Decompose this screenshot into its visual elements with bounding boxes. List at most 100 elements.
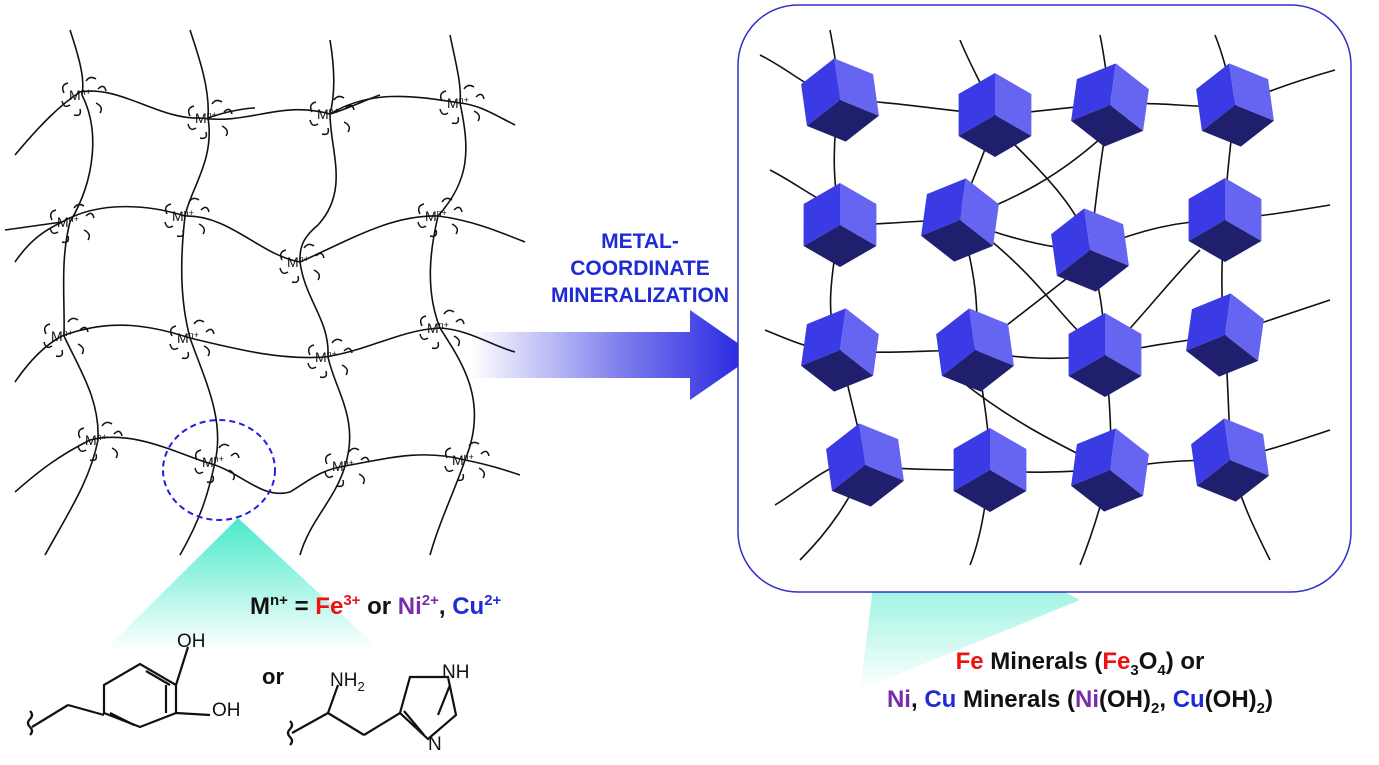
min1-sub4: 4 bbox=[1157, 661, 1166, 679]
metal-node-n44: Mn+ bbox=[444, 441, 490, 482]
min1-text: Minerals ( bbox=[983, 648, 1103, 675]
arrow-label-line1: METAL- bbox=[601, 230, 679, 253]
cube-face-right bbox=[1105, 313, 1142, 376]
cube-face-left bbox=[801, 58, 840, 126]
min2-comma: , bbox=[910, 686, 925, 713]
coordination-arcs bbox=[187, 99, 233, 140]
mineralization-arrow bbox=[470, 310, 755, 400]
metal-node-label: Mn+ bbox=[315, 349, 337, 365]
cube-face-right bbox=[840, 308, 879, 376]
cube-face-bottom bbox=[1196, 460, 1269, 502]
mineral-cube-c42 bbox=[953, 428, 1027, 512]
mineral-cube-c33 bbox=[1068, 313, 1142, 397]
min2-oh2: (OH) bbox=[1204, 686, 1257, 713]
metal-node-n23: Mn+ bbox=[279, 243, 325, 284]
cube-face-right bbox=[1084, 208, 1129, 266]
metal-node-n41: Mn+ bbox=[77, 421, 123, 462]
coordination-arcs bbox=[307, 338, 353, 379]
legend-ni: Ni bbox=[397, 593, 422, 620]
histidine-structure bbox=[286, 675, 458, 746]
coordination-arcs bbox=[439, 84, 485, 125]
coordination-arcs bbox=[444, 441, 490, 482]
metal-node-label: Mn+ bbox=[317, 106, 339, 122]
minerals-line1: Fe Minerals (Fe3O4) or bbox=[780, 648, 1379, 679]
cube-face-right bbox=[995, 73, 1032, 136]
minerals-line2: Ni, Cu Minerals (Ni(OH)2, Cu(OH)2) bbox=[780, 686, 1379, 717]
cube-face-bottom bbox=[1188, 220, 1262, 262]
coordination-arcs bbox=[43, 317, 89, 358]
coordination-arcs bbox=[324, 447, 370, 488]
mineral-cube-c41 bbox=[826, 423, 904, 507]
histidine-nh2-base: NH bbox=[330, 670, 358, 691]
cube-face-bottom bbox=[1186, 335, 1259, 377]
cube-face-left bbox=[921, 178, 966, 236]
metal-ion-legend: Mn+ = Fe3+ or Ni2+, Cu2+ bbox=[250, 592, 501, 621]
arrow-label: METAL- COORDINATE MINERALIZATION bbox=[520, 228, 760, 309]
mineral-cube-c22 bbox=[921, 178, 999, 262]
cube-face-right bbox=[969, 308, 1014, 366]
min2-ni2: Ni bbox=[1075, 686, 1100, 713]
mineral-cube-c11 bbox=[801, 58, 879, 142]
metal-node-n11: Mn+ bbox=[61, 76, 107, 117]
metal-node-group: Mn+Mn+Mn+Mn+Mn+Mn+Mn+Mn+Mn+Mn+Mn+Mn+Mn+M… bbox=[43, 76, 490, 488]
legend-cu: Cu bbox=[452, 593, 485, 620]
metal-node-label: Mn+ bbox=[287, 254, 309, 270]
metal-node-n21: Mn+ bbox=[49, 203, 95, 244]
coordination-arcs bbox=[49, 203, 95, 244]
mineral-cube-c14 bbox=[1196, 63, 1274, 147]
arrow-label-line2: COORDINATE bbox=[570, 257, 710, 280]
cube-face-left bbox=[958, 73, 995, 136]
min2-cu2: Cu bbox=[1172, 686, 1205, 713]
metal-node-label: Mn+ bbox=[85, 432, 107, 448]
cube-face-right bbox=[1225, 178, 1262, 241]
metal-node-label: Mn+ bbox=[332, 458, 354, 474]
mineral-cube-c43 bbox=[1071, 428, 1149, 512]
min1-close: ) or bbox=[1165, 648, 1205, 675]
cube-face-bottom bbox=[1056, 250, 1129, 292]
cube-face-right bbox=[840, 183, 877, 246]
cube-face-bottom bbox=[1068, 355, 1142, 397]
cube-face-bottom bbox=[941, 350, 1014, 392]
cube-face-right bbox=[1229, 63, 1274, 121]
cube-face-left bbox=[953, 428, 990, 491]
cube-face-left bbox=[1071, 63, 1116, 121]
coordination-arcs bbox=[164, 197, 210, 238]
metal-node-n24: Mn+ bbox=[417, 197, 463, 238]
catechol-structure bbox=[26, 646, 211, 736]
cube-face-bottom bbox=[958, 115, 1032, 157]
histidine-n: N bbox=[428, 734, 442, 755]
ligand-or-label: or bbox=[262, 664, 284, 689]
cube-face-bottom bbox=[1071, 105, 1144, 147]
mineral-cube-c12 bbox=[958, 73, 1032, 157]
mineral-cube-c21 bbox=[803, 183, 877, 267]
min1-sub3: 3 bbox=[1130, 661, 1139, 679]
cube-face-left bbox=[1068, 313, 1105, 376]
cube-face-right bbox=[859, 423, 904, 481]
coordination-arcs bbox=[279, 243, 325, 284]
mineral-cube-c44 bbox=[1191, 418, 1269, 502]
mineral-cube-c23 bbox=[1051, 208, 1129, 292]
min2-oh1: (OH) bbox=[1099, 686, 1151, 713]
cube-face-left bbox=[803, 183, 840, 246]
cube-face-bottom bbox=[831, 465, 904, 507]
metal-node-label: Mn+ bbox=[427, 320, 449, 336]
min2-sub1: 2 bbox=[1151, 699, 1160, 717]
cube-face-left bbox=[936, 308, 975, 376]
legend-comma: , bbox=[438, 593, 453, 620]
cube-face-left bbox=[801, 308, 846, 366]
metal-node-n31: Mn+ bbox=[43, 317, 89, 358]
legend-equals: = bbox=[287, 593, 316, 620]
mineral-cube-c32 bbox=[936, 308, 1014, 392]
catechol-oh-top: OH bbox=[177, 631, 206, 652]
histidine-nh: NH bbox=[442, 662, 470, 683]
coordination-arcs bbox=[194, 443, 240, 484]
legend-or: or bbox=[360, 593, 398, 620]
min2-text: Minerals ( bbox=[956, 686, 1076, 713]
metal-node-label: Mn+ bbox=[57, 214, 79, 230]
metal-node-n32: Mn+ bbox=[169, 319, 215, 360]
arrow-label-line3: MINERALIZATION bbox=[550, 284, 730, 307]
cube-face-right bbox=[1110, 63, 1149, 131]
coordination-arcs bbox=[417, 197, 463, 238]
cube-face-left bbox=[1196, 63, 1235, 131]
metal-node-label: Mn+ bbox=[425, 208, 447, 224]
